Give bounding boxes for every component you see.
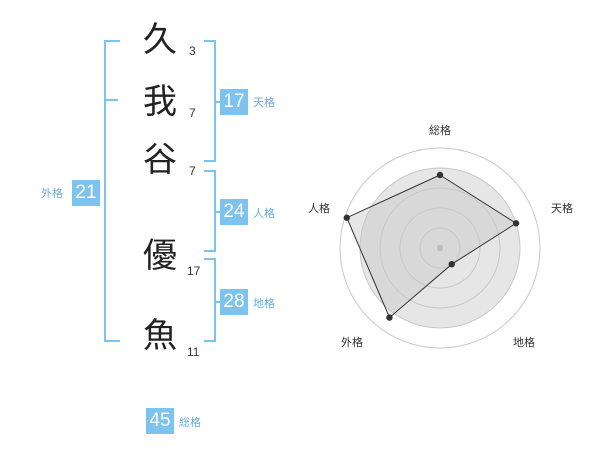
jinkaku-bracket-tick	[214, 211, 220, 213]
radar-point-jinkaku	[343, 214, 350, 221]
radar-point-soukaku	[436, 171, 444, 179]
tenkaku-label: 天格	[253, 96, 275, 109]
jinkaku-score: 24	[220, 199, 248, 225]
gaikaku-label: 外格	[41, 187, 63, 200]
chikaku-bracket-tick	[214, 301, 220, 303]
chikaku-score: 28	[220, 289, 248, 315]
soukaku-label: 総格	[179, 416, 201, 429]
radar-grid-ring	[339, 147, 541, 349]
radar-points	[343, 171, 520, 321]
soukaku-score: 45	[146, 408, 174, 434]
radar-point-chikaku	[448, 260, 455, 268]
radar-point-tenkaku	[512, 220, 520, 227]
name-char-4: 優	[143, 236, 177, 276]
radar-grid-ring	[379, 187, 501, 309]
stroke-count-4: 17	[187, 264, 201, 278]
radar-label-tenkaku: 天格	[551, 201, 573, 215]
name-char-1: 久	[143, 20, 177, 60]
radar-center-dot	[437, 245, 443, 251]
name-char-2: 我	[143, 82, 177, 122]
tenkaku-bracket-tick	[214, 101, 220, 103]
tenkaku-score: 17	[220, 89, 248, 115]
stroke-count-5: 11	[187, 345, 200, 359]
radar-label-jinkaku: 人格	[308, 201, 330, 215]
radar-grid-ring	[399, 207, 481, 289]
radar-score-polygon	[346, 174, 518, 319]
radar-point-gaikaku	[386, 314, 393, 321]
chikaku-bracket	[204, 258, 216, 342]
gaikaku-score: 21	[72, 180, 100, 206]
gaikaku-bracket-tick	[104, 99, 118, 101]
jinkaku-label: 人格	[253, 207, 275, 220]
radar-label-gaikaku: 外格	[341, 335, 363, 349]
radar-grid-ring	[419, 227, 461, 269]
stroke-count-1: 3	[189, 44, 196, 58]
radar-label-chikaku: 地格	[513, 335, 535, 349]
stroke-count-2: 7	[189, 106, 196, 120]
name-char-3: 谷	[143, 140, 177, 180]
chikaku-label: 地格	[253, 297, 275, 310]
gaikaku-bracket	[104, 40, 120, 342]
radar-label-soukaku: 総格	[429, 123, 451, 137]
stroke-count-3: 7	[189, 164, 196, 178]
name-char-5: 魚	[143, 316, 177, 356]
